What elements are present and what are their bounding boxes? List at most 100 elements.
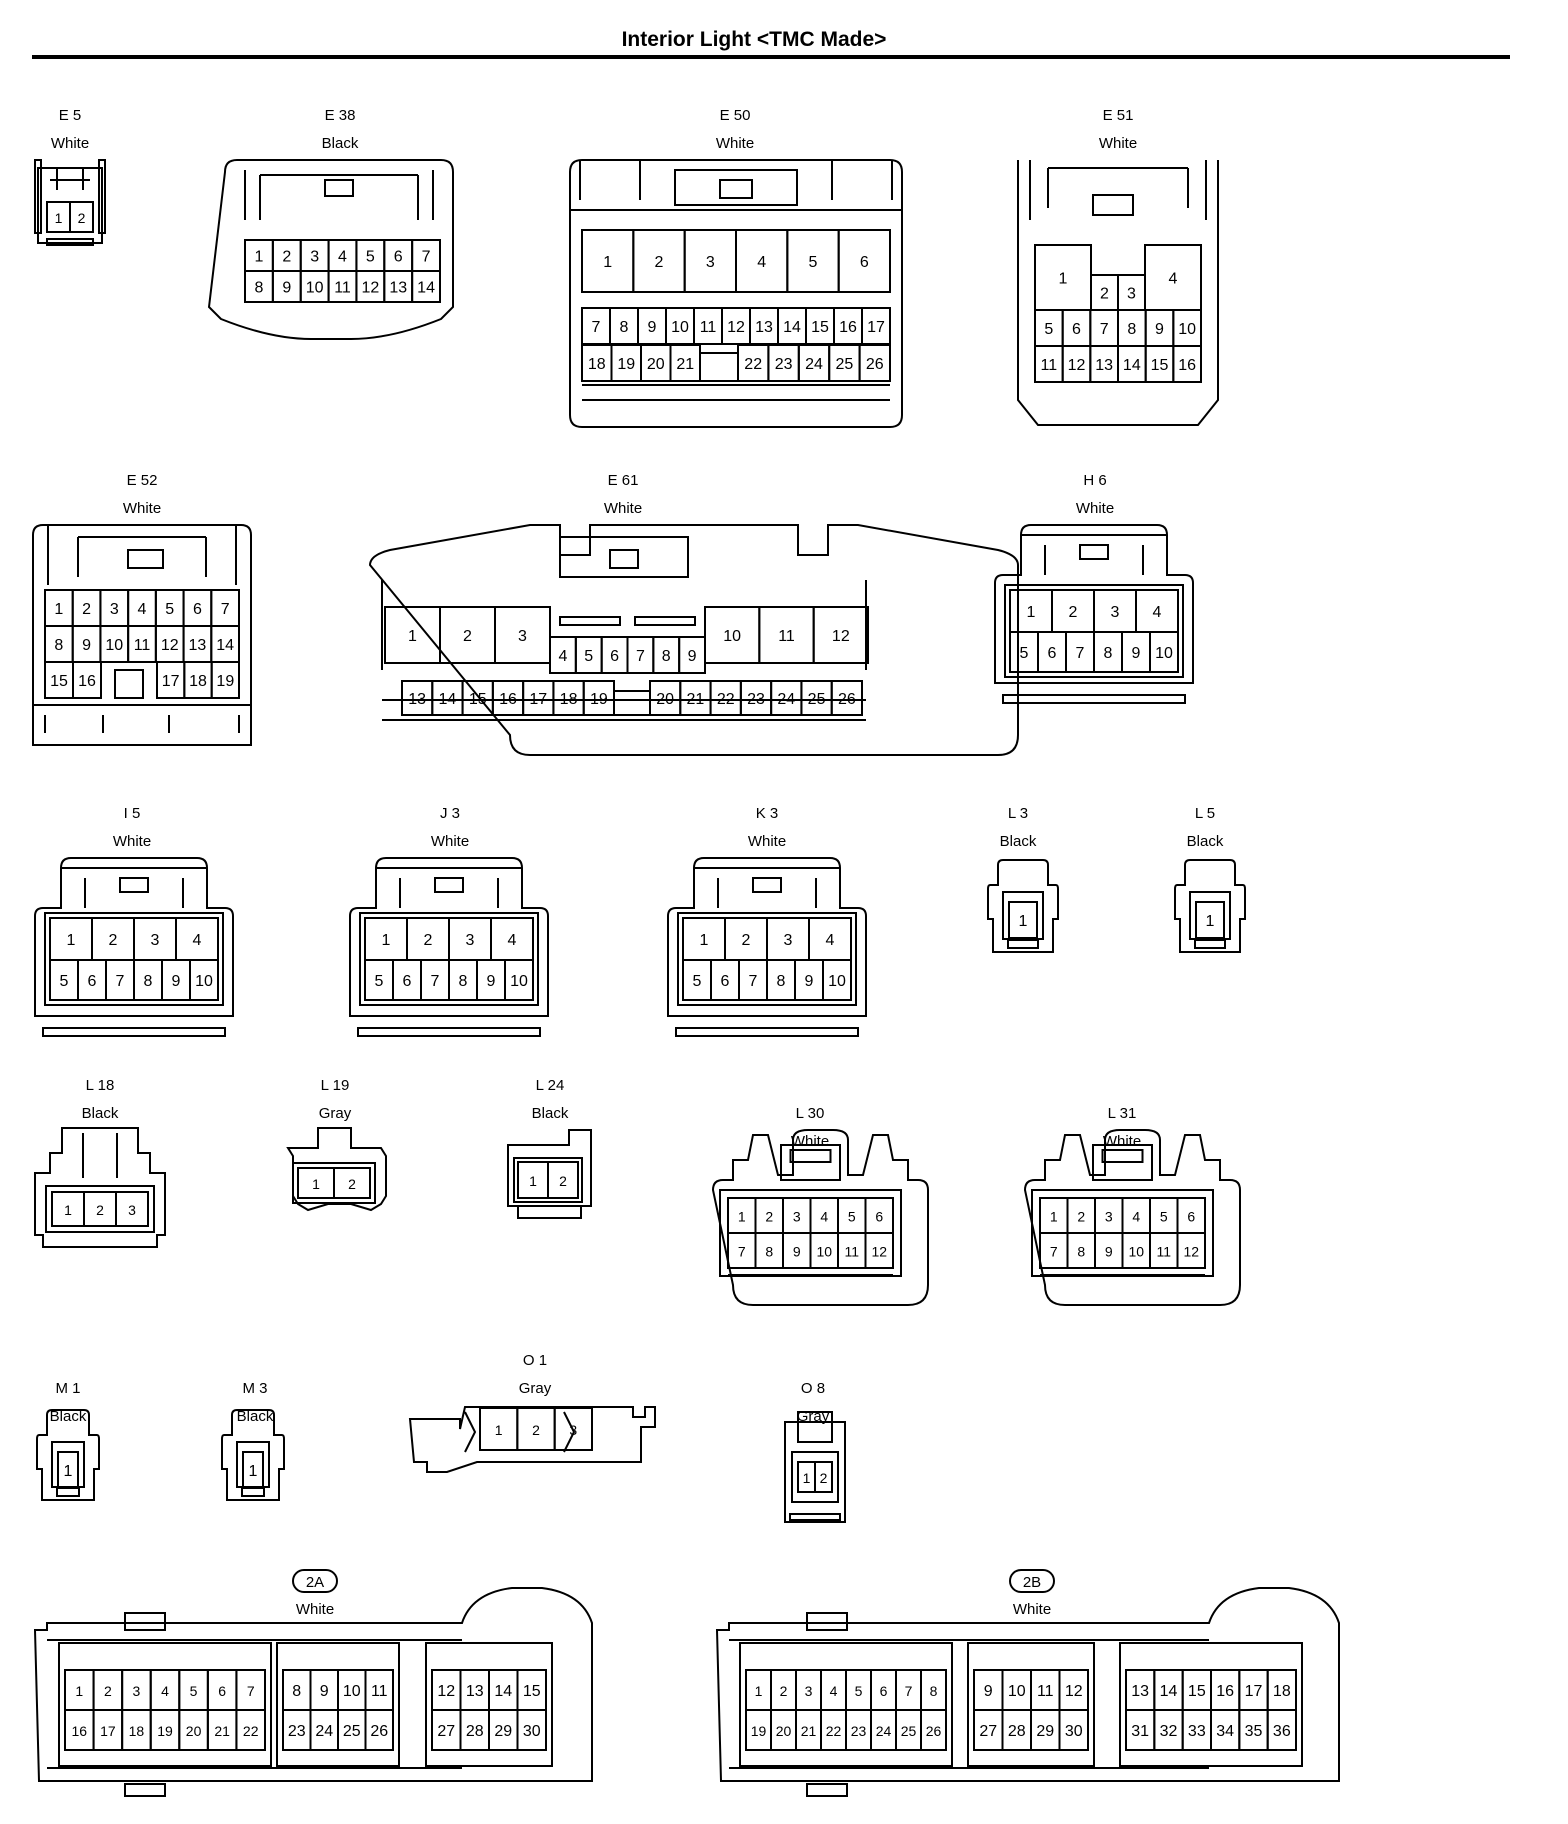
- pin-number: 17: [1245, 1683, 1263, 1700]
- pin-number: 16: [839, 319, 857, 336]
- pin-number: 5: [693, 973, 702, 990]
- connector-color: White: [296, 1601, 334, 1618]
- pin-number: 1: [1059, 271, 1068, 288]
- pin-number: 36: [1273, 1723, 1291, 1740]
- connector-code: O 8: [801, 1380, 825, 1397]
- pin-number: 2: [348, 1176, 356, 1192]
- pin-number: 1: [738, 1209, 746, 1225]
- pin-number: 29: [1036, 1723, 1054, 1740]
- connector-code: K 3: [756, 805, 779, 822]
- connector-code: E 50: [720, 107, 751, 124]
- pin-number: 21: [214, 1723, 230, 1739]
- pin-number: 18: [189, 673, 207, 690]
- pin-number: 18: [1273, 1683, 1291, 1700]
- connector-color: Gray: [519, 1380, 552, 1397]
- pin-number: 1: [803, 1470, 811, 1486]
- pin-number: 13: [408, 691, 426, 708]
- pin-number: 1: [75, 1683, 83, 1699]
- connector-color: White: [1013, 1601, 1051, 1618]
- pin-number: 11: [134, 637, 151, 654]
- pin-number: 14: [216, 637, 234, 654]
- pin-number: 16: [499, 691, 517, 708]
- connector-color: Gray: [319, 1105, 352, 1122]
- pin-number: 1: [529, 1173, 537, 1189]
- pin-number: 5: [190, 1683, 198, 1699]
- pin-number: 11: [334, 280, 351, 297]
- pin-number: 14: [1160, 1683, 1178, 1700]
- pin-number: 3: [793, 1209, 801, 1225]
- pin-number: 5: [1020, 645, 1029, 662]
- pin-number: 1: [1027, 604, 1036, 621]
- pin-number: 19: [617, 356, 635, 373]
- connector-code-badge: [1009, 1569, 1055, 1593]
- pin-number: 7: [431, 973, 440, 990]
- pin-number: 7: [1100, 321, 1109, 338]
- connector-color: Black: [82, 1105, 119, 1122]
- pin-number: 16: [71, 1723, 87, 1739]
- pin-number: 3: [151, 932, 160, 949]
- pin-number: 7: [592, 319, 601, 336]
- pin-number: 2: [463, 628, 472, 645]
- pin-number: 18: [560, 691, 578, 708]
- pin-number: 2: [742, 932, 751, 949]
- pin-number: 10: [1155, 645, 1173, 662]
- pin-number: 10: [828, 973, 846, 990]
- pin-number: 22: [243, 1723, 259, 1739]
- connector-code: H 6: [1083, 472, 1106, 489]
- pin-number: 5: [375, 973, 384, 990]
- pin-number: 25: [836, 356, 854, 373]
- pin-number: 6: [880, 1683, 888, 1699]
- pin-number: 23: [288, 1723, 306, 1740]
- pin-number: 8: [144, 973, 153, 990]
- pin-number: 4: [1132, 1209, 1140, 1225]
- pin-number: 1: [1019, 913, 1028, 930]
- pin-number: 4: [558, 648, 567, 665]
- connector-code: E 38: [325, 107, 356, 124]
- connector-color: White: [51, 135, 89, 152]
- pin-number: 9: [172, 973, 181, 990]
- pin-number: 3: [706, 254, 715, 271]
- connector-code: L 24: [536, 1077, 565, 1094]
- pin-number: 27: [979, 1723, 997, 1740]
- pin-number: 4: [1153, 604, 1162, 621]
- connector-code: I 5: [124, 805, 141, 822]
- pin-number: 4: [138, 601, 147, 618]
- pin-number: 17: [162, 673, 180, 690]
- pin-number: 25: [343, 1723, 361, 1740]
- pin-number: 2: [96, 1202, 104, 1218]
- pin-number: 13: [1095, 357, 1113, 374]
- pin-number: 12: [1068, 357, 1086, 374]
- pin-number: 19: [590, 691, 608, 708]
- pin-number: 23: [747, 691, 765, 708]
- pin-number: 2: [820, 1470, 828, 1486]
- pin-number: 20: [776, 1723, 792, 1739]
- pin-number: 1: [1050, 1209, 1058, 1225]
- connector-code: O 1: [523, 1352, 547, 1369]
- pin-number: 11: [700, 319, 717, 336]
- pin-number: 9: [648, 319, 657, 336]
- pin-number: 2: [559, 1173, 567, 1189]
- pin-number: 28: [1008, 1723, 1026, 1740]
- pin-number: 10: [195, 973, 213, 990]
- pin-number: 4: [161, 1683, 169, 1699]
- connector-color: Black: [50, 1408, 87, 1425]
- pin-number: 14: [783, 319, 801, 336]
- pin-number: 1: [249, 1463, 258, 1480]
- pin-number: 9: [688, 648, 697, 665]
- pin-number: 13: [1131, 1683, 1149, 1700]
- connector-color: White: [791, 1133, 829, 1150]
- pin-number: 15: [523, 1683, 541, 1700]
- pin-number: 4: [1169, 271, 1178, 288]
- pin-number: 5: [809, 254, 818, 271]
- pin-number: 7: [1076, 645, 1085, 662]
- pin-number: 11: [1156, 1244, 1171, 1260]
